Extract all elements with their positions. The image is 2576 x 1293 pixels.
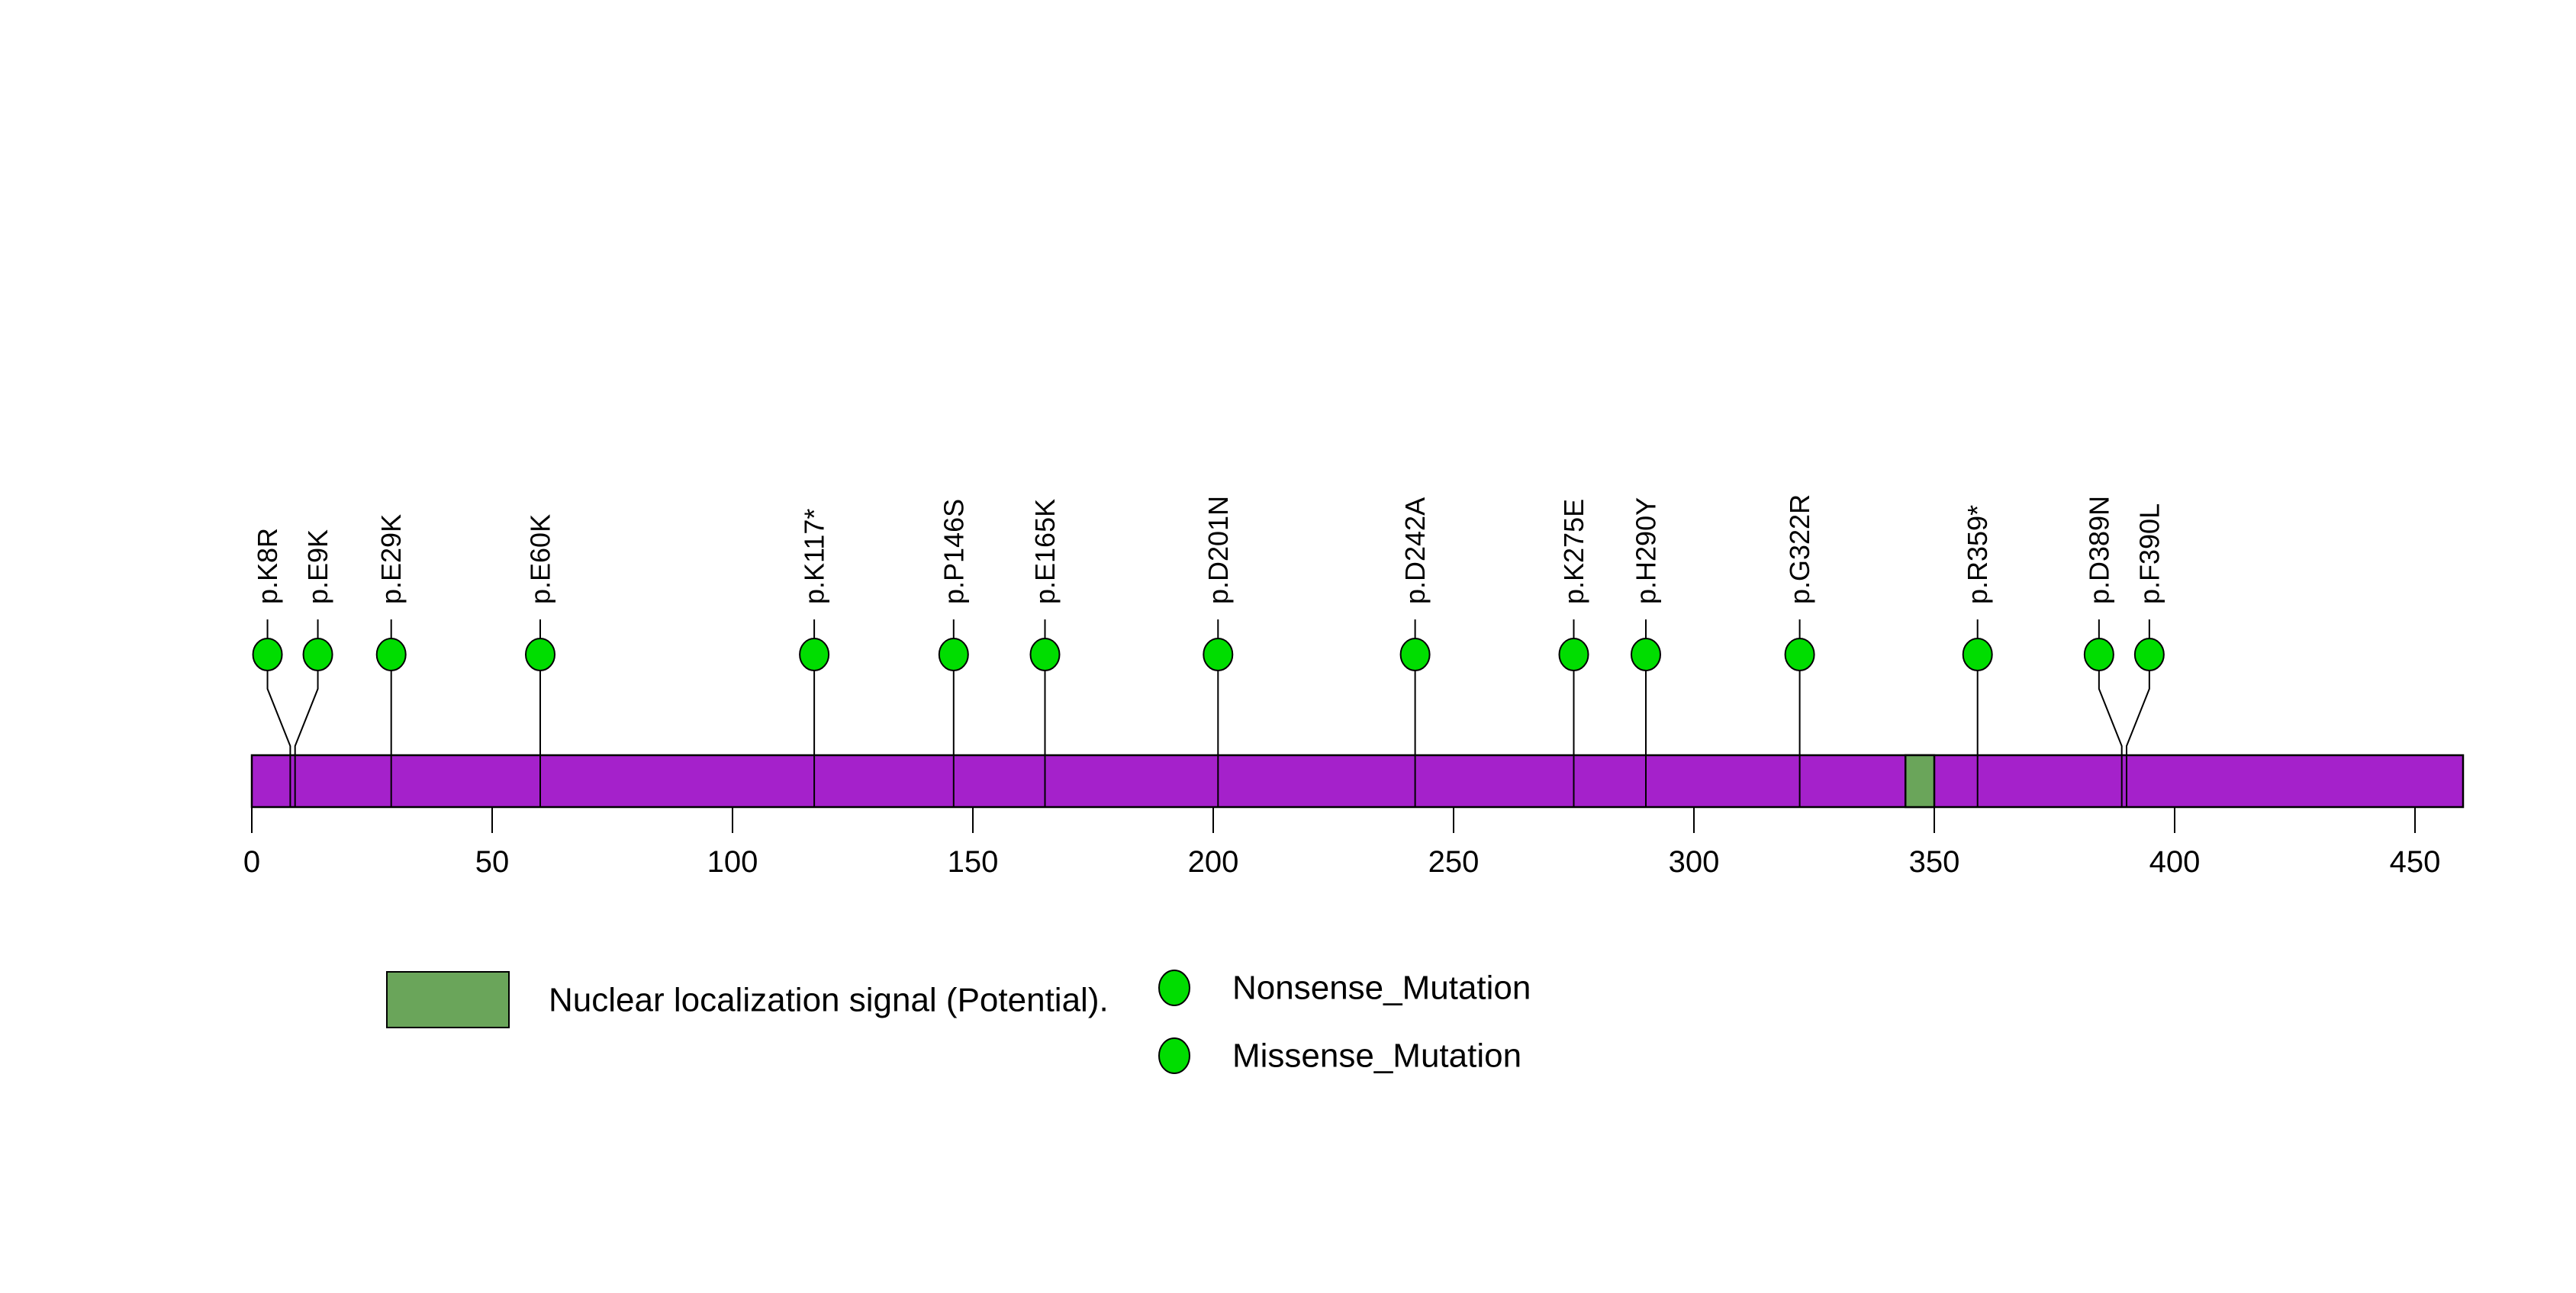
mutation-labels: p.K8R p.E9K p.E29K p.E60K p.K117* p.P146S p.E1… [252, 494, 2165, 604]
legend: Nuclear localization signal (Potential).… [386, 970, 1531, 1075]
legend-swatch-nls [386, 971, 510, 1028]
mutation-label: p.F390L [2133, 503, 2165, 604]
mutation-circle [302, 638, 333, 671]
legend-label-mutation: Nonsense_Mutation [1232, 970, 1531, 1007]
axis-tick-label: 250 [1428, 845, 1480, 879]
protein-bar-group [250, 754, 2465, 809]
legend-label-nls: Nuclear localization signal (Potential). [549, 982, 1109, 1019]
mutation-label: p.E165K [1029, 499, 1061, 604]
nls-region [1904, 754, 1936, 809]
mutation-label: p.P146S [938, 499, 969, 604]
axis-tick-label: 400 [2149, 845, 2201, 879]
protein-domain-group [1904, 754, 1936, 809]
mutation-label: p.E29K [375, 514, 407, 604]
axis-tick-label: 0 [243, 845, 260, 879]
mutation-circle [1399, 638, 1431, 671]
mutation-circle [2083, 638, 2114, 671]
legend-swatch-mutation [1158, 970, 1190, 1006]
mutation-label: p.E9K [302, 529, 333, 604]
mutation-circle [525, 638, 555, 671]
mutation-circle [1631, 638, 1661, 671]
mutation-circle [1558, 638, 1589, 671]
mutation-circles [252, 638, 2165, 671]
axis-tick-label: 450 [2390, 845, 2441, 879]
mutation-label: p.H290Y [1631, 497, 1662, 604]
mutation-label: p.K275E [1558, 499, 1589, 604]
mutation-circle [1029, 638, 1061, 671]
mutation-circle [1784, 638, 1815, 671]
mutation-label: p.G322R [1784, 494, 1815, 604]
mutation-circle [252, 638, 283, 671]
protein-bar [250, 754, 2465, 809]
axis-tick-label: 50 [475, 845, 510, 879]
mutation-circle [1203, 638, 1234, 671]
legend-label-mutation: Missense_Mutation [1232, 1037, 1521, 1075]
axis-tick-label: 350 [1909, 845, 1960, 879]
mutation-label: p.D201N [1203, 496, 1234, 604]
mutation-label: p.R359* [1962, 505, 1993, 604]
mutation-label: p.D389N [2083, 496, 2114, 604]
mutation-label: p.K8R [252, 528, 283, 604]
mutation-circle [2133, 638, 2165, 671]
legend-swatch-mutation [1158, 1037, 1190, 1074]
axis-tick-label: 150 [948, 845, 999, 879]
axis-tick-label: 100 [707, 845, 758, 879]
mutation-label: p.D242A [1399, 497, 1431, 604]
mutation-label: p.E60K [525, 514, 556, 604]
mutation-circle [375, 638, 407, 671]
mutation-label: p.K117* [799, 509, 830, 604]
axis-tick-label: 200 [1188, 845, 1239, 879]
mutation-circle [938, 638, 969, 671]
mutation-circle [799, 638, 830, 671]
x-axis: 0 50 100 150 200 250 300 350 400 450 [243, 807, 2441, 879]
axis-tick-label: 300 [1669, 845, 1720, 879]
mutation-circle [1962, 638, 1993, 671]
